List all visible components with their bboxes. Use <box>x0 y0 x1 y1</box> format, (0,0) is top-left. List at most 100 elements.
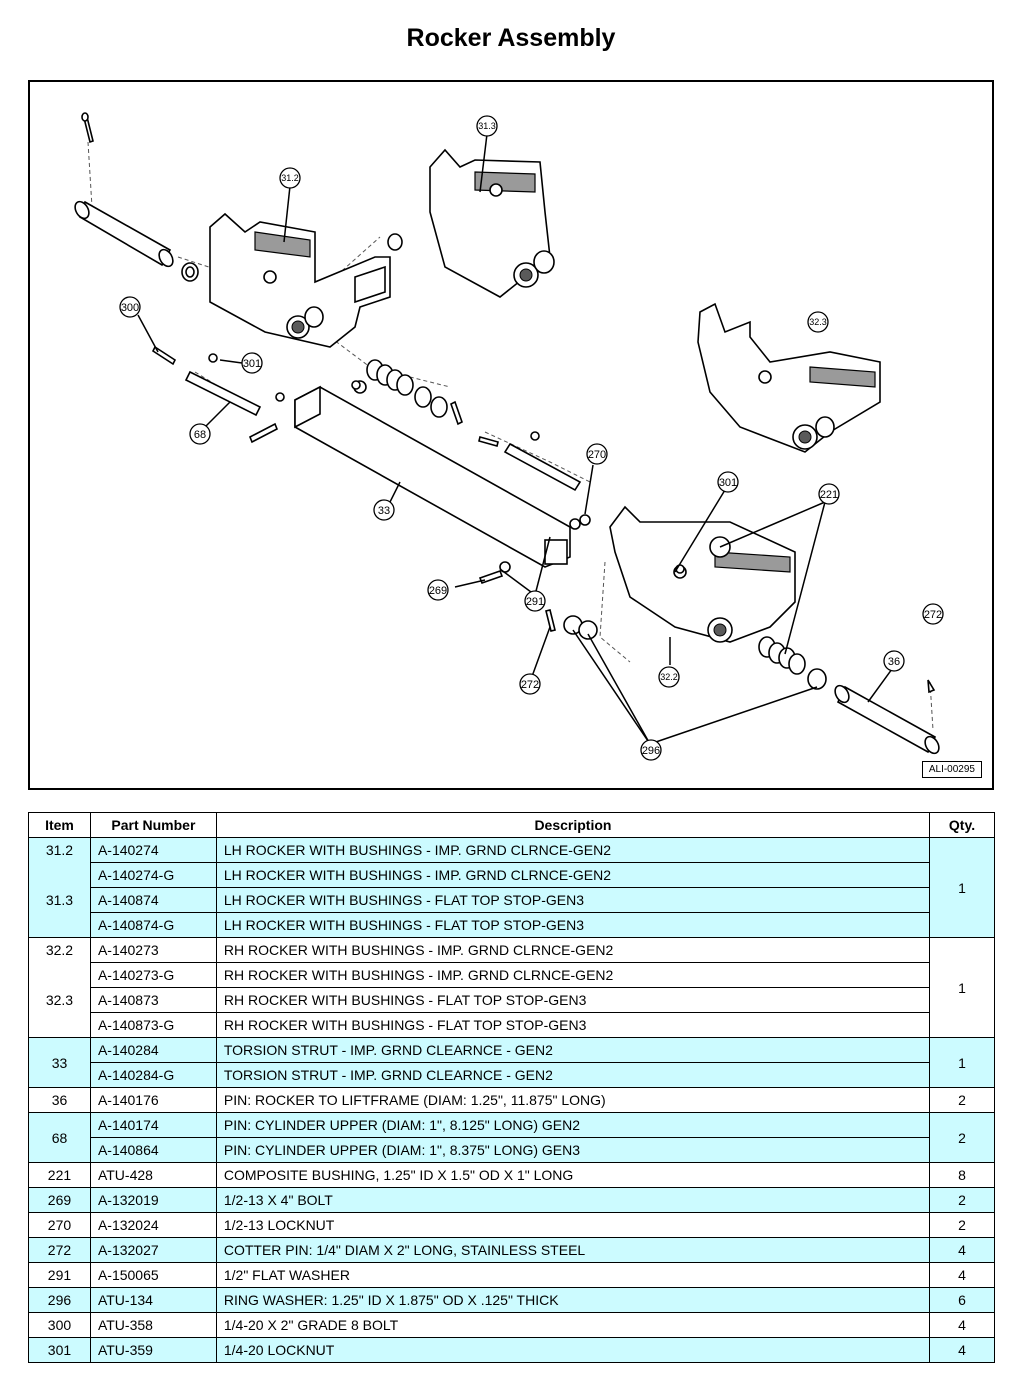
part-number-cell: ATU-358 <box>89 1312 217 1338</box>
callout-36: 36 <box>883 650 905 672</box>
description-cell: TORSION STRUT - IMP. GRND CLEARNCE - GEN… <box>215 1037 931 1063</box>
description-cell: TORSION STRUT - IMP. GRND CLEARNCE - GEN… <box>215 1062 931 1088</box>
callout-32-2: 32.2 <box>658 666 680 688</box>
qty-cell: 1 <box>929 1037 995 1088</box>
qty-cell: 4 <box>929 1312 995 1338</box>
svg-text:300: 300 <box>121 302 139 314</box>
svg-text:301: 301 <box>243 358 261 370</box>
qty-cell: 1 <box>929 837 995 938</box>
item-cell: 296 <box>28 1287 91 1313</box>
item-cell <box>28 912 91 938</box>
callout-291: 291 <box>524 590 546 612</box>
exploded-diagram: 31.3 31.2 300 301 68 33 270 301 221 32.3… <box>74 112 944 761</box>
callout-221: 221 <box>818 483 840 505</box>
callout-300: 300 <box>119 296 141 318</box>
part-number-cell: A-140874-G <box>89 912 217 938</box>
svg-text:272: 272 <box>924 609 942 621</box>
qty-cell: 2 <box>929 1087 995 1113</box>
item-cell: 31.2 <box>28 837 91 863</box>
description-cell: LH ROCKER WITH BUSHINGS - IMP. GRND CLRN… <box>215 837 931 863</box>
svg-text:269: 269 <box>429 585 447 597</box>
item-cell: 32.2 <box>28 937 91 963</box>
description-cell: 1/2-13 X 4" BOLT <box>215 1187 931 1213</box>
item-cell: 300 <box>28 1312 91 1338</box>
part-number-cell: A-140273-G <box>89 962 217 988</box>
description-cell: COTTER PIN: 1/4" DIAM X 2" LONG, STAINLE… <box>215 1237 931 1263</box>
rh-rocker-gen3 <box>697 302 881 453</box>
part-number-cell: A-140176 <box>89 1087 217 1113</box>
description-cell: 1/2" FLAT WASHER <box>215 1262 931 1288</box>
callout-272-left: 272 <box>519 673 541 695</box>
item-cell <box>28 1012 91 1038</box>
item-cell: 291 <box>28 1262 91 1288</box>
part-number-cell: ATU-134 <box>89 1287 217 1313</box>
item-cell: 270 <box>28 1212 91 1238</box>
description-cell: PIN: CYLINDER UPPER (DIAM: 1", 8.125" LO… <box>215 1112 931 1138</box>
cotter-pin-top-left <box>81 112 94 144</box>
callout-270: 270 <box>586 443 608 465</box>
part-number-cell: A-140274 <box>89 837 217 863</box>
rocker-pin-left <box>74 200 174 268</box>
qty-cell: 1 <box>929 937 995 1038</box>
qty-cell: 2 <box>929 1112 995 1163</box>
item-cell <box>28 962 91 988</box>
item-cell: 32.3 <box>28 987 91 1013</box>
callout-32-3: 32.3 <box>807 311 829 333</box>
description-cell: 1/4-20 X 2" GRADE 8 BOLT <box>215 1312 931 1338</box>
item-cell: 221 <box>28 1162 91 1188</box>
part-number-cell: ATU-428 <box>89 1162 217 1188</box>
callout-33: 33 <box>373 499 395 521</box>
item-cell: 272 <box>28 1237 91 1263</box>
svg-text:68: 68 <box>194 429 206 441</box>
page-title: Rocker Assembly <box>406 24 616 52</box>
description-cell: LH ROCKER WITH BUSHINGS - FLAT TOP STOP-… <box>215 912 931 938</box>
callout-269: 269 <box>427 579 449 601</box>
table-header-row: Item Part Number Description Qty. <box>28 812 995 838</box>
qty-cell: 4 <box>929 1337 995 1363</box>
qty-cell: 4 <box>929 1237 995 1263</box>
description-cell: LH ROCKER WITH BUSHINGS - FLAT TOP STOP-… <box>215 887 931 913</box>
svg-text:301: 301 <box>719 477 737 489</box>
item-cell <box>28 862 91 888</box>
part-number-cell: A-150065 <box>89 1262 217 1288</box>
part-number-cell: A-132027 <box>89 1237 217 1263</box>
svg-text:32.3: 32.3 <box>809 317 827 327</box>
item-cell: 301 <box>28 1337 91 1363</box>
callout-31-3: 31.3 <box>476 115 498 137</box>
description-cell: RH ROCKER WITH BUSHINGS - FLAT TOP STOP-… <box>215 1012 931 1038</box>
part-number-cell: ATU-359 <box>89 1337 217 1363</box>
qty-cell: 6 <box>929 1287 995 1313</box>
drawing-reference-label: ALI-00295 <box>921 761 982 778</box>
svg-text:32.2: 32.2 <box>660 672 678 682</box>
lh-rocker-gen2 <box>209 212 403 348</box>
header-description: Description <box>215 812 931 838</box>
item-cell: 33 <box>28 1037 91 1088</box>
callout-301-left: 301 <box>241 352 263 374</box>
cylinder-pin <box>184 370 262 417</box>
callout-296: 296 <box>640 739 662 761</box>
callout-bubbles: 31.3 31.2 300 301 68 33 270 301 221 32.3… <box>119 115 944 761</box>
qty-cell: 4 <box>929 1262 995 1288</box>
description-cell: RH ROCKER WITH BUSHINGS - FLAT TOP STOP-… <box>215 987 931 1013</box>
part-number-cell: A-140873 <box>89 987 217 1013</box>
part-number-cell: A-132024 <box>89 1212 217 1238</box>
torsion-strut <box>294 385 571 568</box>
qty-cell: 8 <box>929 1162 995 1188</box>
cylinder-pin-right <box>503 442 582 492</box>
